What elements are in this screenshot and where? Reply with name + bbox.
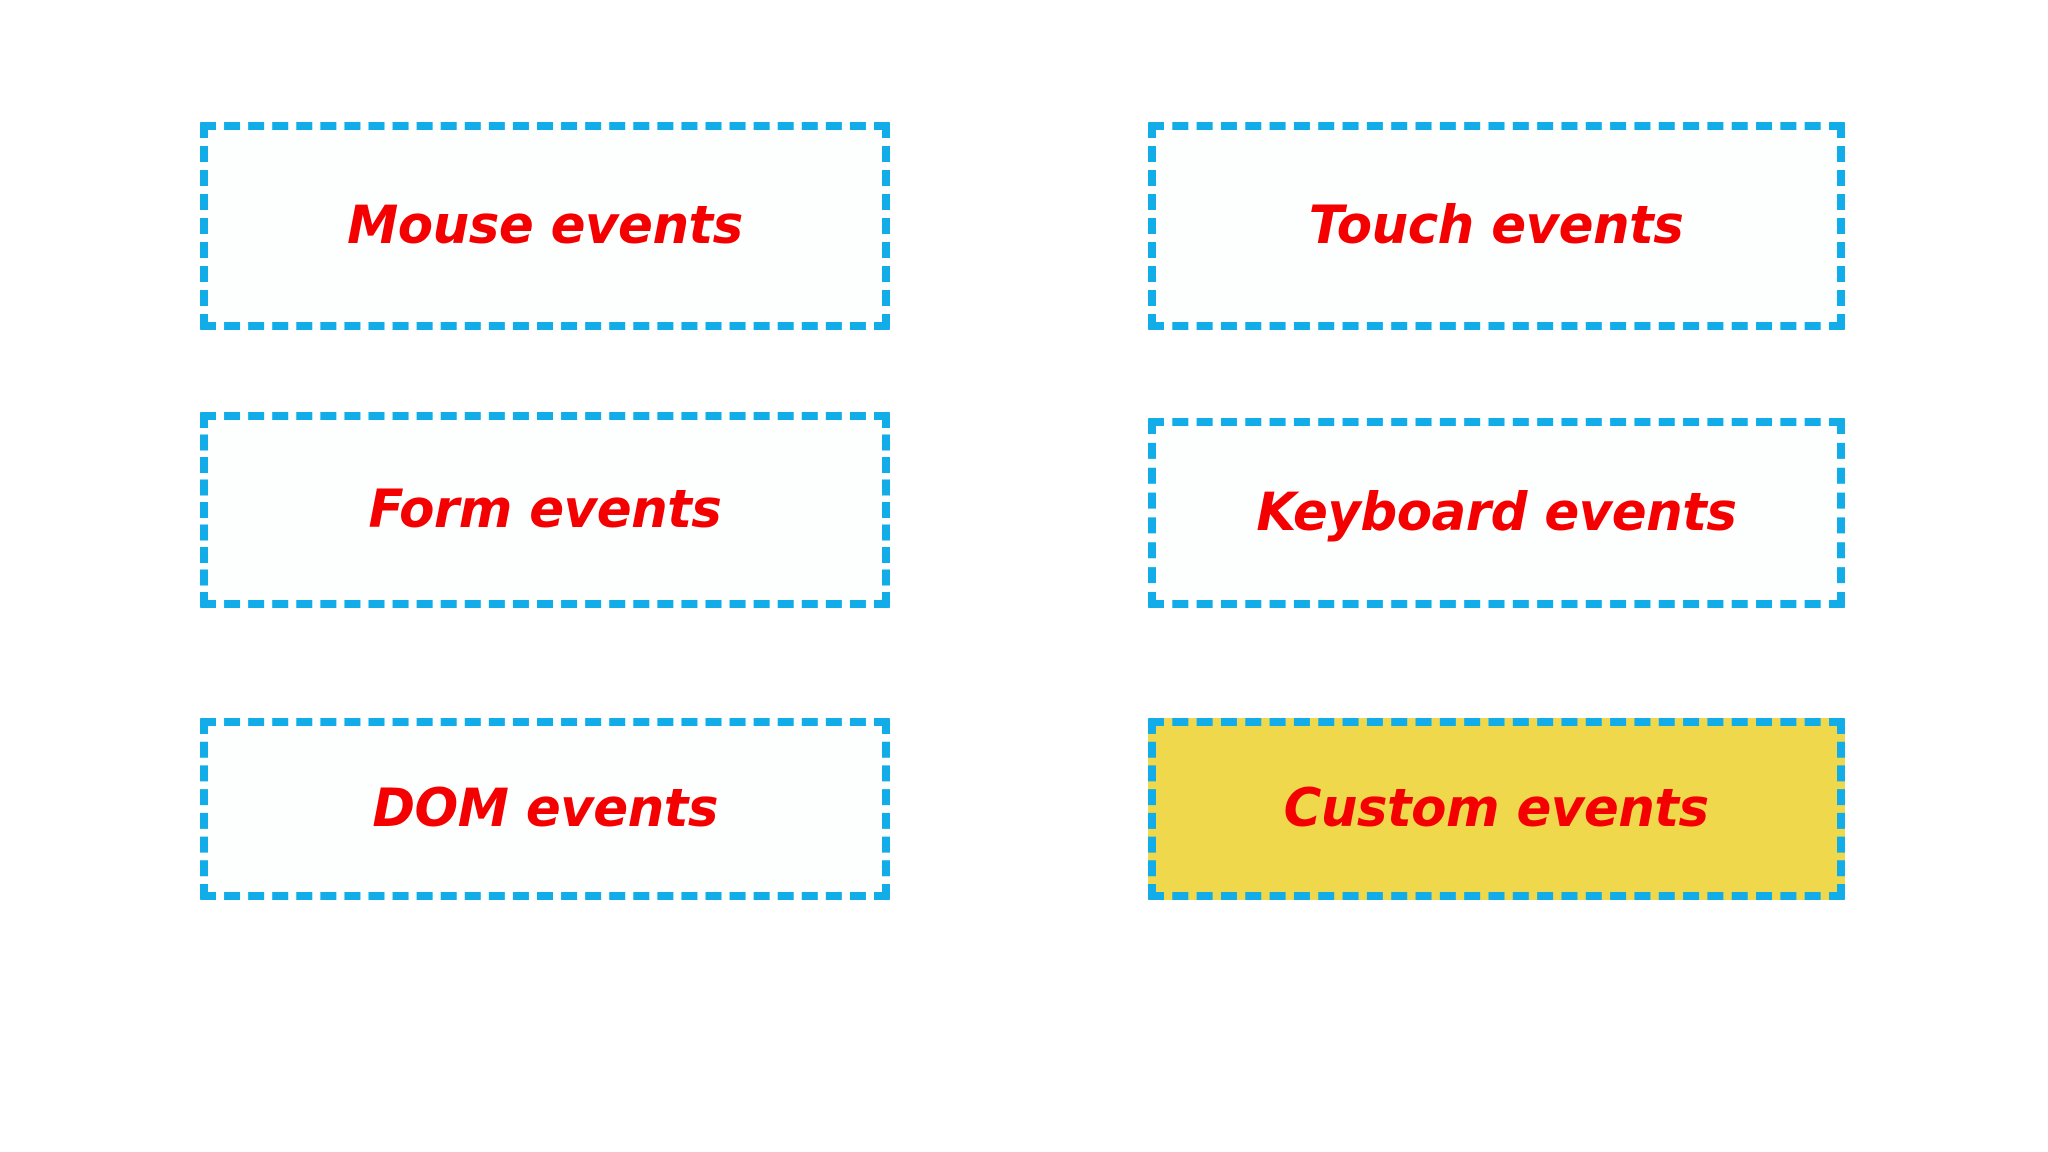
event-box-keyboard[interactable]: Keyboard events [1148,418,1845,608]
event-box-label-dom: DOM events [372,778,718,840]
event-box-label-form: Form events [368,479,722,541]
event-box-label-mouse: Mouse events [347,195,743,257]
event-box-label-custom: Custom events [1283,778,1710,840]
event-box-touch[interactable]: Touch events [1148,122,1845,330]
event-box-form[interactable]: Form events [200,412,890,608]
event-box-label-keyboard: Keyboard events [1256,482,1737,544]
event-box-custom[interactable]: Custom events [1148,718,1845,900]
event-box-dom[interactable]: DOM events [200,718,890,900]
event-box-label-touch: Touch events [1309,195,1684,257]
event-box-mouse[interactable]: Mouse events [200,122,890,330]
